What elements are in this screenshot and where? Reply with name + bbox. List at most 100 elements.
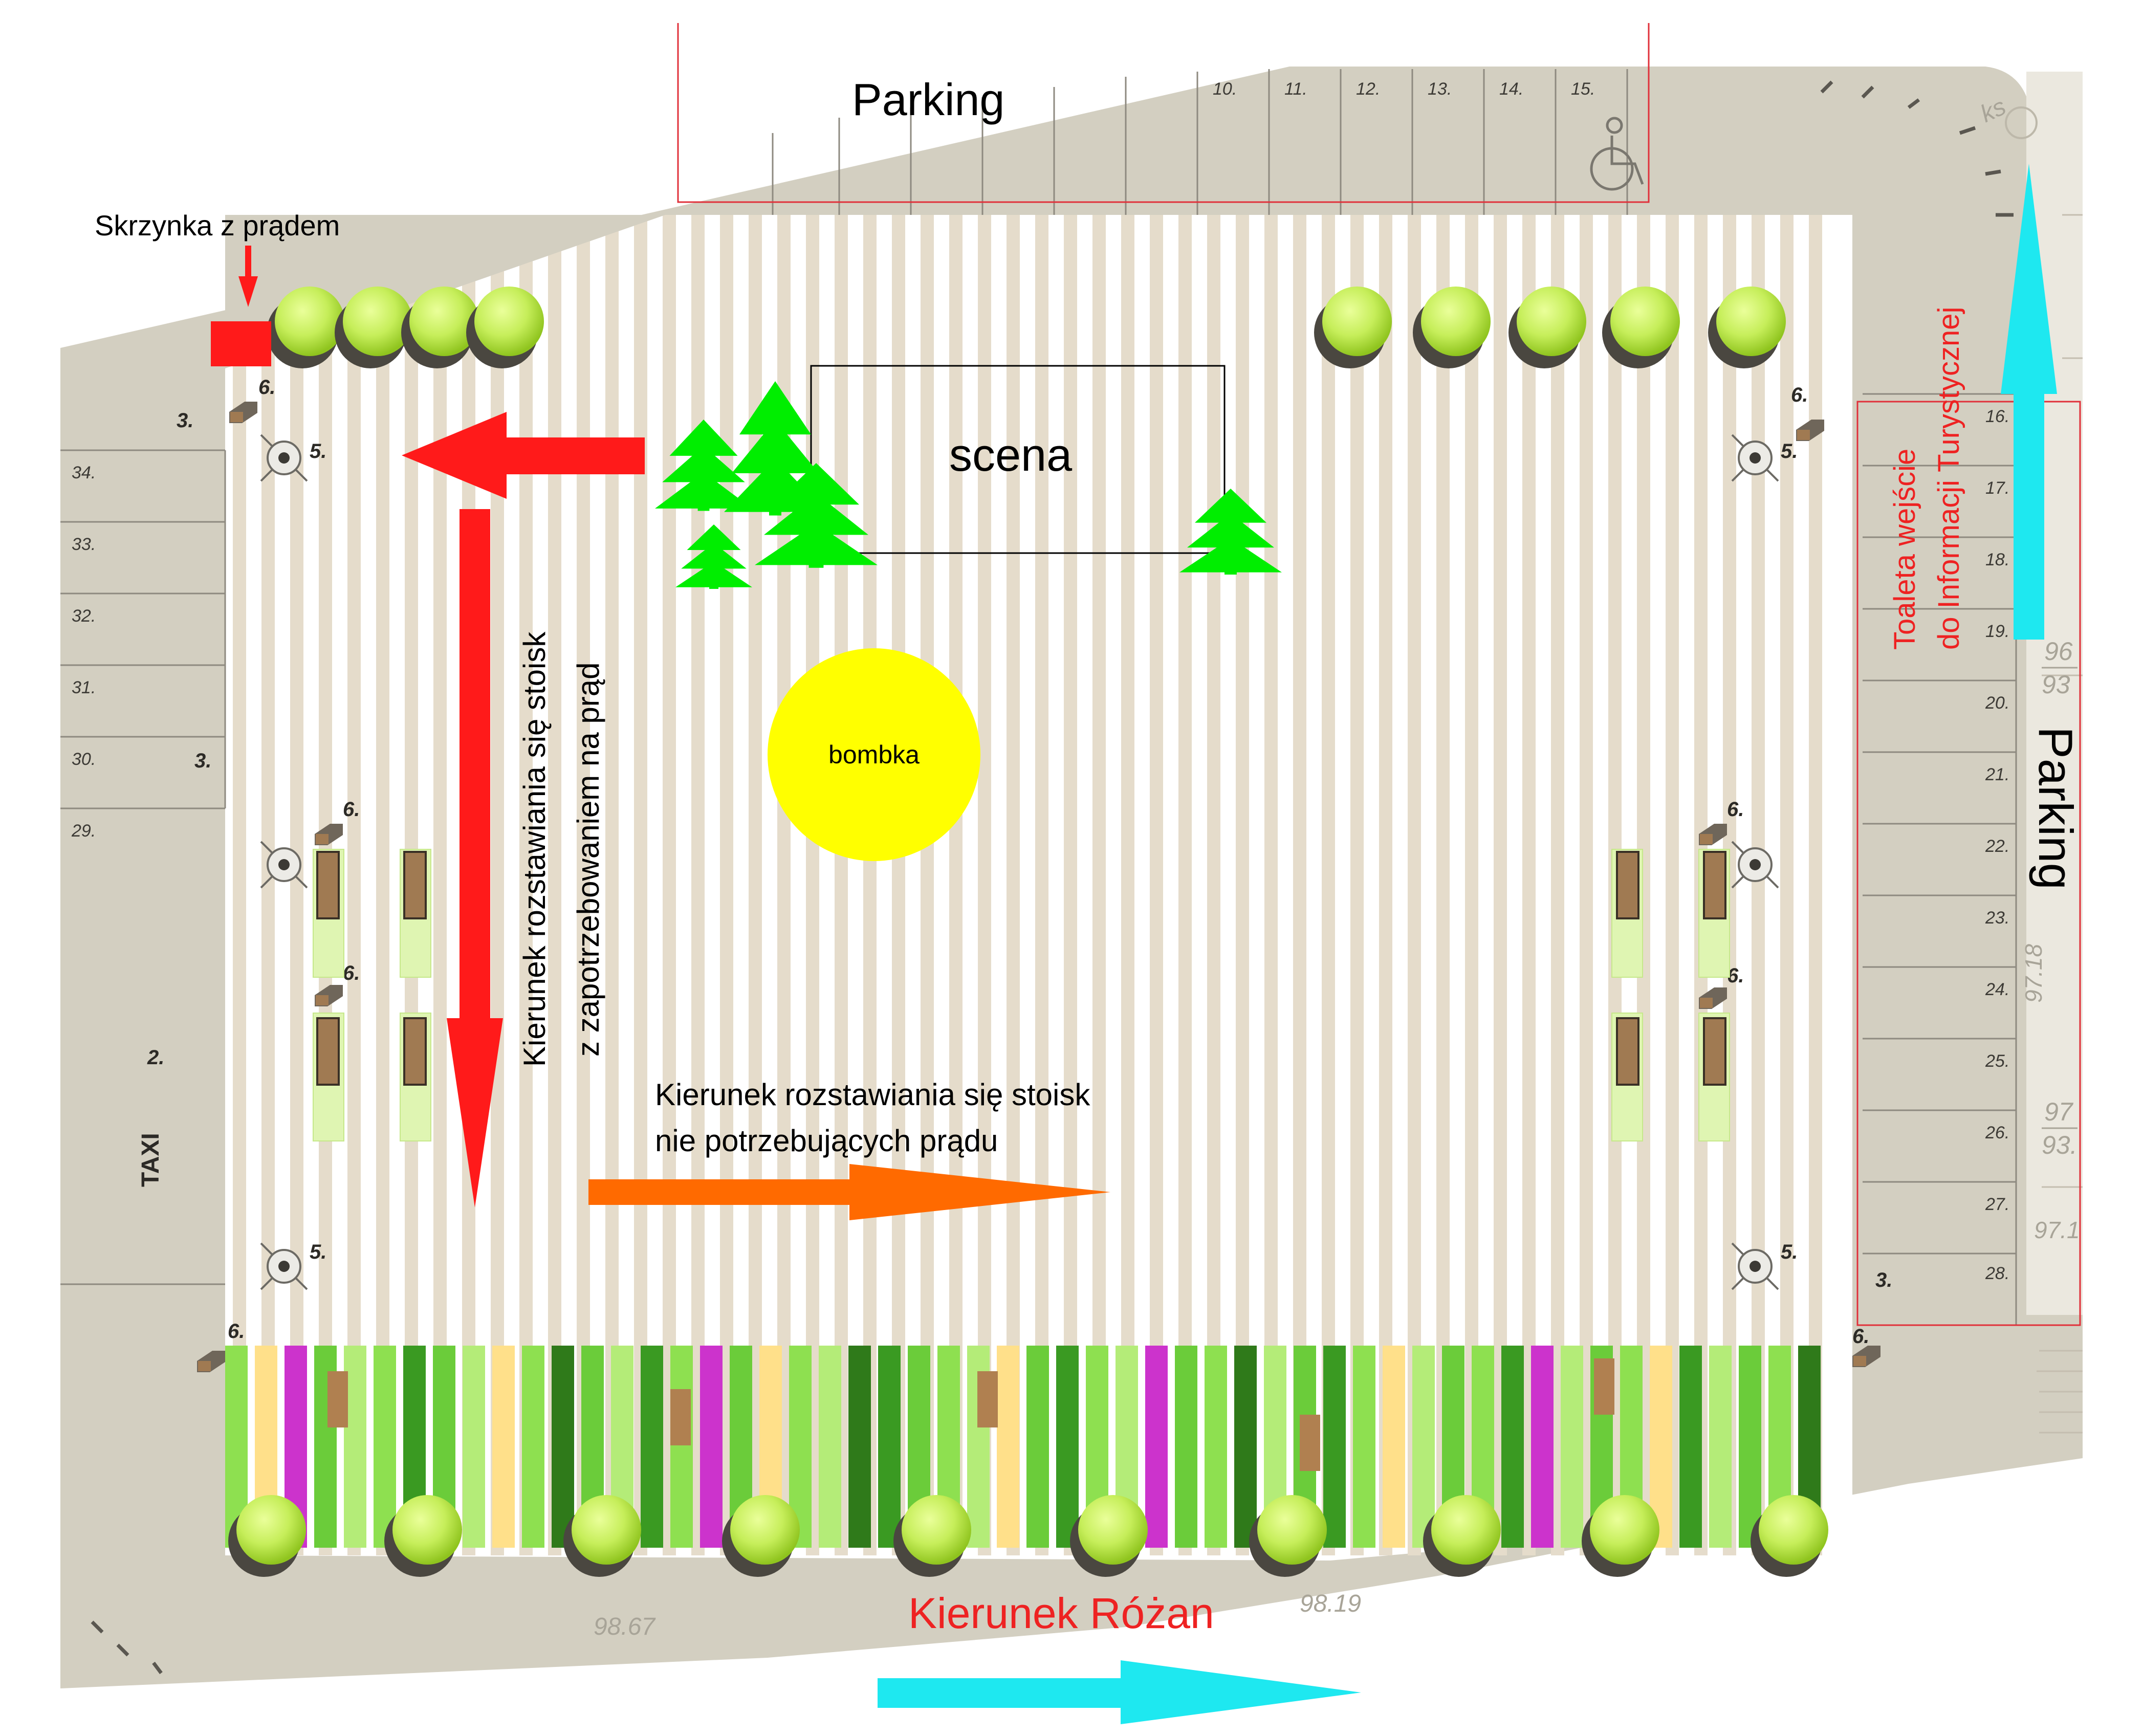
stall-strip	[1679, 1346, 1702, 1548]
stall-strip	[641, 1346, 663, 1548]
paving-stripe	[1752, 215, 1765, 1555]
christmas-tree-icon	[755, 463, 878, 568]
toilet-label-line1: Toaleta wejście	[1888, 449, 1921, 650]
paving-stripe	[1207, 215, 1220, 1555]
paving-stripe	[1236, 215, 1249, 1555]
parking-lines	[60, 69, 2017, 1325]
spot-top-2: 12.	[1356, 79, 1380, 99]
taxi-label: TAXI	[137, 1133, 164, 1187]
paving-stripe	[1064, 215, 1077, 1555]
bench-icon	[229, 402, 257, 423]
marker-3-a: 3.	[177, 409, 193, 432]
christmas-tree-icon	[1179, 489, 1282, 575]
spot-right-4: 20.	[1985, 693, 2009, 713]
tree-ball-icon	[401, 287, 479, 368]
stall-strip	[848, 1346, 871, 1548]
marker-6-g: 6.	[228, 1320, 245, 1343]
spot-left-2: 32.	[72, 606, 96, 626]
paving-stripe	[1350, 215, 1364, 1555]
paving-stripe	[749, 215, 762, 1555]
power-box	[211, 321, 271, 366]
spot-right-12: 28.	[1985, 1264, 2009, 1283]
paving-stripe	[1522, 215, 1536, 1555]
christmas-trees	[655, 381, 1282, 589]
spot-right-5: 21.	[1985, 765, 2009, 784]
spot-top-5: 15.	[1571, 79, 1595, 99]
direction-rozan: Kierunek Różan	[908, 1589, 1214, 1637]
tree-ball-icon	[1070, 1495, 1148, 1577]
stall-strip	[1383, 1346, 1405, 1548]
spot-top-0: 10.	[1213, 79, 1237, 99]
tree-ball-icon	[893, 1495, 971, 1577]
elevation-right-1: 97.18	[2020, 943, 2047, 1003]
spot-right-8: 24.	[1985, 980, 2009, 999]
tree-ball-icon	[466, 287, 544, 368]
stall-strip	[1056, 1346, 1079, 1548]
fraction-1-top: 96	[2044, 637, 2073, 666]
paving-stripe	[806, 215, 819, 1555]
arrow-cyan-right	[878, 1660, 1361, 1724]
tree-ball-icon	[267, 287, 344, 368]
stall-strip	[1531, 1346, 1554, 1548]
stage-label: scena	[949, 430, 1073, 481]
stall-block	[670, 1389, 691, 1445]
stall-strip	[819, 1346, 841, 1548]
spot-left-4: 30.	[72, 750, 96, 769]
paving-stripe	[720, 215, 733, 1555]
marker-5-d: 5.	[1781, 1241, 1798, 1263]
bench-icon	[197, 1351, 225, 1372]
fraction-2-bottom: 93.	[2042, 1131, 2078, 1159]
paving-stripe	[233, 215, 246, 1555]
marker-6-b: 6.	[1791, 384, 1808, 406]
paving-stripe	[1551, 215, 1564, 1555]
stall-strip	[1501, 1346, 1524, 1548]
parking-top-outline	[677, 23, 1650, 203]
spot-top-4: 14.	[1499, 79, 1523, 99]
spot-right-10: 26.	[1985, 1123, 2009, 1142]
paving-stripe	[347, 215, 361, 1555]
paving-stripe	[663, 215, 676, 1555]
lamp-icon	[1731, 841, 1779, 889]
base-map-text: 98.67 98.19 97.18 97.1 96 93 97 93. ks	[594, 93, 2080, 1640]
paving-stripe	[1580, 215, 1593, 1555]
stage-outline	[810, 365, 1226, 554]
spot-right-9: 25.	[1985, 1051, 2009, 1071]
tree-ball-icon	[1708, 287, 1786, 368]
christmas-tree-icon	[655, 420, 752, 511]
bench-icon	[1699, 824, 1727, 845]
bench-icon	[1796, 420, 1824, 441]
tree-ball-icon	[1751, 1495, 1828, 1577]
stall-strip	[492, 1346, 515, 1548]
corner-arc	[2005, 106, 2038, 139]
bench-icon	[1852, 1346, 1880, 1367]
spot-right-6: 22.	[1985, 837, 2009, 856]
spot-left-5: 29.	[71, 821, 96, 841]
tree-ball-icon	[1508, 287, 1586, 368]
tree-ball-icon	[228, 1495, 306, 1577]
paving-stripe	[1293, 215, 1306, 1555]
paving-stripe	[835, 215, 848, 1555]
paving-stripe	[949, 215, 963, 1555]
tree-ball-icon	[1582, 1495, 1659, 1577]
paving-stripe	[863, 215, 877, 1555]
unpowered-direction-line1: Kierunek rozstawiania się stoisk	[655, 1078, 1090, 1112]
paving-stripe	[376, 215, 389, 1555]
spot-left-1: 33.	[72, 535, 96, 554]
tree-ball-icon	[1314, 287, 1392, 368]
stall-strip	[997, 1346, 1019, 1548]
marker-5-c: 5.	[310, 1241, 326, 1263]
lamp-icon	[1731, 434, 1779, 482]
side-stall-blocks	[316, 851, 1726, 1086]
paving-stripe	[1494, 215, 1507, 1555]
paving-stripe	[1780, 215, 1794, 1555]
arrow-orange-right	[588, 1164, 1110, 1220]
toilet-label-line2: do Informacji Turystycznej	[1932, 307, 1965, 650]
marker-6-h: 6.	[1852, 1325, 1869, 1348]
stall-strip	[1709, 1346, 1732, 1548]
marker-5-a: 5.	[310, 440, 326, 463]
wheelchair-icon	[1590, 117, 1644, 191]
spot-numbers: 10. 11. 12. 13. 14. 15. 34. 33. 32. 31. …	[71, 79, 2009, 1283]
paving-stripe	[1436, 215, 1450, 1555]
paving-stripe	[921, 215, 934, 1555]
stall-block	[977, 1371, 998, 1427]
